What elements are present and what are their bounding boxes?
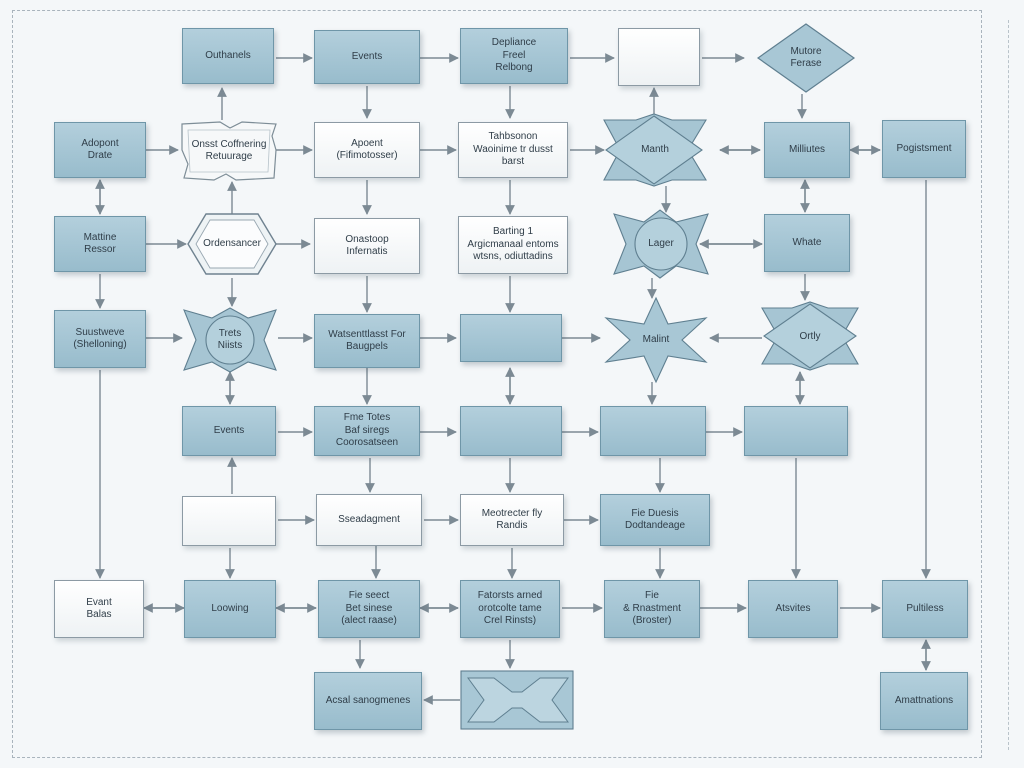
node-milliutes[interactable]: Milliutes — [764, 122, 850, 178]
node-watsentlast[interactable]: Watsenttlasst For Baugpels — [314, 314, 420, 368]
node-acsal[interactable]: Acsal sanogmenes — [314, 672, 422, 730]
hexagon-ordensancer[interactable] — [186, 212, 278, 276]
torn-card-onsst[interactable] — [180, 120, 278, 182]
node-meotrecter[interactable]: Meotrecter fly Randis — [460, 494, 564, 546]
node-events-top[interactable]: Events — [314, 30, 420, 84]
node-fie-ssect[interactable]: Fie seect Bet sinese (alect raase) — [318, 580, 420, 638]
star-malint[interactable] — [602, 296, 710, 384]
node-loowing[interactable]: Loowing — [184, 580, 276, 638]
node-suustweve[interactable]: Suustweve (Shelloning) — [54, 310, 146, 368]
node-events-mid[interactable]: Events — [182, 406, 276, 456]
node-blank-bottom[interactable] — [460, 670, 576, 732]
star-lager[interactable] — [612, 208, 710, 280]
node-pultiless[interactable]: Pultiless — [882, 580, 968, 638]
node-tahbsonon[interactable]: Tahbsonon Waoinime tr dusst barst — [458, 122, 568, 178]
side-divider — [1008, 20, 1009, 750]
node-depliance[interactable]: Depliance Freel Relbong — [460, 28, 568, 84]
star-trets[interactable] — [182, 306, 278, 374]
node-outhanels[interactable]: Outhanels — [182, 28, 274, 84]
node-blank-mid1[interactable] — [460, 314, 562, 362]
star-manth[interactable] — [602, 112, 708, 188]
node-blank-left[interactable] — [182, 496, 276, 546]
node-whate[interactable]: Whate — [764, 214, 850, 272]
diamond-mutore[interactable] — [756, 22, 856, 94]
node-fme-totes[interactable]: Fme Totes Baf siregs Coorosatseen — [314, 406, 420, 456]
node-adopont[interactable]: Adopont Drate — [54, 122, 146, 178]
node-amattnations[interactable]: Amattnations — [880, 672, 968, 730]
node-blank-mid4[interactable] — [744, 406, 848, 456]
node-fie-duesis[interactable]: Fie Duesis Dodtandeage — [600, 494, 710, 546]
node-blank-top[interactable] — [618, 28, 700, 86]
node-mattine[interactable]: Mattine Ressor — [54, 216, 146, 272]
node-apoent[interactable]: Apoent (Fifimotosser) — [314, 122, 420, 178]
node-evant-balas[interactable]: Evant Balas — [54, 580, 144, 638]
node-barting[interactable]: Barting 1 Argicmanaal entoms wtsns, odiu… — [458, 216, 568, 274]
node-fatorsts[interactable]: Fatorsts arned orotcolte tame Crel Rinst… — [460, 580, 560, 638]
node-sseadagment[interactable]: Sseadagment — [316, 494, 422, 546]
node-pogistsment[interactable]: Pogistsment — [882, 120, 966, 178]
node-onastoop[interactable]: Onastoop Infernatis — [314, 218, 420, 274]
node-fie-rnastment[interactable]: Fie & Rnastment (Broster) — [604, 580, 700, 638]
node-atsvites[interactable]: Atsvites — [748, 580, 838, 638]
node-blank-mid3[interactable] — [600, 406, 706, 456]
diagram-border — [12, 10, 982, 758]
node-blank-mid2[interactable] — [460, 406, 562, 456]
star-ortly[interactable] — [760, 300, 860, 372]
